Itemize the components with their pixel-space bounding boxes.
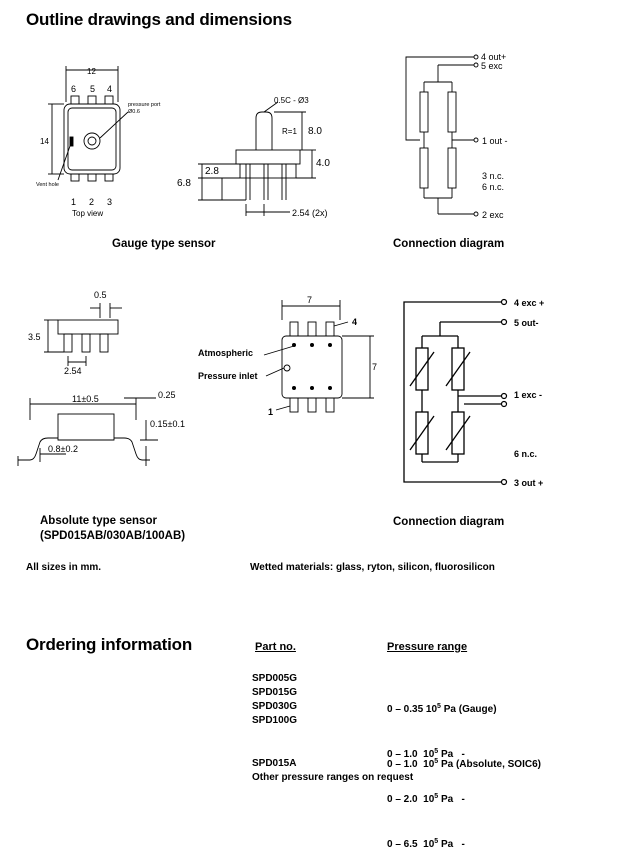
gauge-top-view-drawing: 12 14 6 5 4 1 2 3 pressure port Ø0.6 Ven… (36, 66, 161, 218)
outline-title: Outline drawings and dimensions (26, 10, 292, 29)
pressure-port-label: pressure port (128, 102, 161, 108)
pressure-range: 0 – 6.5 105 Pa - (387, 838, 465, 850)
pressure-range: 0 – 1.0 105 Pa - (387, 748, 465, 760)
atmospheric-label: Atmospheric (198, 348, 253, 358)
conn1-label-1-out-minus: 1 out - (482, 136, 508, 146)
pin-1: 1 (71, 197, 76, 207)
absolute-caption-line2: (SPD015AB/030AB/100AB) (40, 530, 186, 542)
conn1-label-5-exc: 5 exc (481, 61, 503, 71)
pin-4-label: 4 (352, 317, 357, 327)
chamfer-dim: 0.5C - Ø3 (274, 96, 309, 105)
dim-7-width: 7 (307, 295, 312, 305)
wetted-value: glass, ryton, silicon, fluorosilicon (335, 562, 495, 573)
dim-0-15: 0.15±0.1 (150, 419, 185, 429)
pressure-port-dim: Ø0.6 (128, 109, 140, 115)
ordering-footnote: Other pressure ranges on request (252, 772, 414, 783)
dim-11: 11±0.5 (72, 394, 99, 404)
top-view-label: Top view (72, 209, 103, 218)
dim-4-0: 4.0 (316, 158, 330, 169)
vent-hole-label: Vent hole (36, 182, 59, 188)
wetted-label: Wetted materials: (250, 562, 334, 573)
part-number: SPD015G (252, 687, 298, 698)
dim-8-0: 8.0 (308, 126, 322, 137)
part-number: SPD030G (252, 701, 298, 712)
connection-caption-1: Connection diagram (393, 238, 505, 250)
connection-caption-2: Connection diagram (393, 516, 505, 528)
all-sizes-note: All sizes in mm. (26, 562, 102, 573)
conn1-label-6-nc: 6 n.c. (482, 182, 504, 192)
gauge-caption: Gauge type sensor (112, 238, 216, 250)
conn1-label-2-exc: 2 exc (482, 210, 504, 220)
dim-2-54: 2.54 (64, 366, 82, 376)
pin-3: 3 (107, 197, 112, 207)
col-part-header: Part no. (255, 641, 296, 653)
part-number-absolute: SPD015A (252, 758, 297, 769)
conn2-label-3-out-plus: 3 out + (514, 478, 543, 488)
connection-diagram-2: 4 exc + 5 out- 1 exc - 6 n.c. 3 out + (403, 298, 544, 488)
dim-0-25: 0.25 (158, 390, 176, 400)
pressure-inlet-label: Pressure inlet (198, 371, 258, 381)
col-range-header: Pressure range (387, 641, 468, 653)
pin-5: 5 (90, 84, 95, 94)
absolute-top-view-drawing: 7 7 4 1 Atmospheric Pressure inlet (198, 295, 377, 417)
pin-2: 2 (89, 197, 94, 207)
dim-2-8: 2.8 (205, 166, 219, 177)
conn2-label-4-exc-plus: 4 exc + (514, 298, 544, 308)
wetted-materials-note: Wetted materials: glass, ryton, silicon,… (250, 562, 495, 573)
dim-12: 12 (87, 67, 96, 76)
part-number: SPD005G (252, 673, 298, 684)
dim-pitch: 2.54 (2x) (292, 208, 328, 218)
dim-7-height: 7 (372, 362, 377, 372)
absolute-caption-line1: Absolute type sensor (40, 515, 157, 527)
dim-0-5: 0.5 (94, 290, 107, 300)
dim-0-8: 0.8±0.2 (48, 444, 78, 454)
conn2-label-1-exc-minus: 1 exc - (514, 390, 542, 400)
conn2-label-5-out-minus: 5 out- (514, 318, 539, 328)
conn2-label-6-nc: 6 n.c. (514, 449, 537, 459)
pin-4: 4 (107, 84, 112, 94)
radius-dim: R=1 (282, 127, 297, 136)
pressure-range-absolute: 0 – 1.0 105 Pa (Absolute, SOIC6) (387, 758, 541, 770)
part-number-list: SPD005G SPD015G SPD030G SPD100G (252, 672, 297, 728)
dim-3-5: 3.5 (28, 332, 41, 342)
dim-6-8: 6.8 (177, 178, 191, 189)
conn1-label-3-nc: 3 n.c. (482, 171, 504, 181)
pressure-range: 0 – 0.35 105 Pa (Gauge) (387, 703, 497, 715)
conn1-label-4-out-plus: 4 out+ (481, 52, 506, 62)
dim-14: 14 (40, 137, 49, 146)
ordering-title: Ordering information (26, 635, 193, 654)
part-number: SPD100G (252, 715, 298, 726)
gauge-side-view-drawing: 0.5C - Ø3 R=1 8.0 4.0 2.8 6.8 2.54 (2x) (177, 96, 330, 218)
pin-1-label: 1 (268, 407, 273, 417)
absolute-side-view-drawing: 0.5 3.5 2.54 11±0.5 0.25 0.15±0.1 0.8±0.… (17, 290, 185, 466)
connection-diagram-1: 4 out+ 5 exc 1 out - 3 n.c. 6 n.c. 2 exc (405, 52, 508, 220)
pin-6: 6 (71, 84, 76, 94)
